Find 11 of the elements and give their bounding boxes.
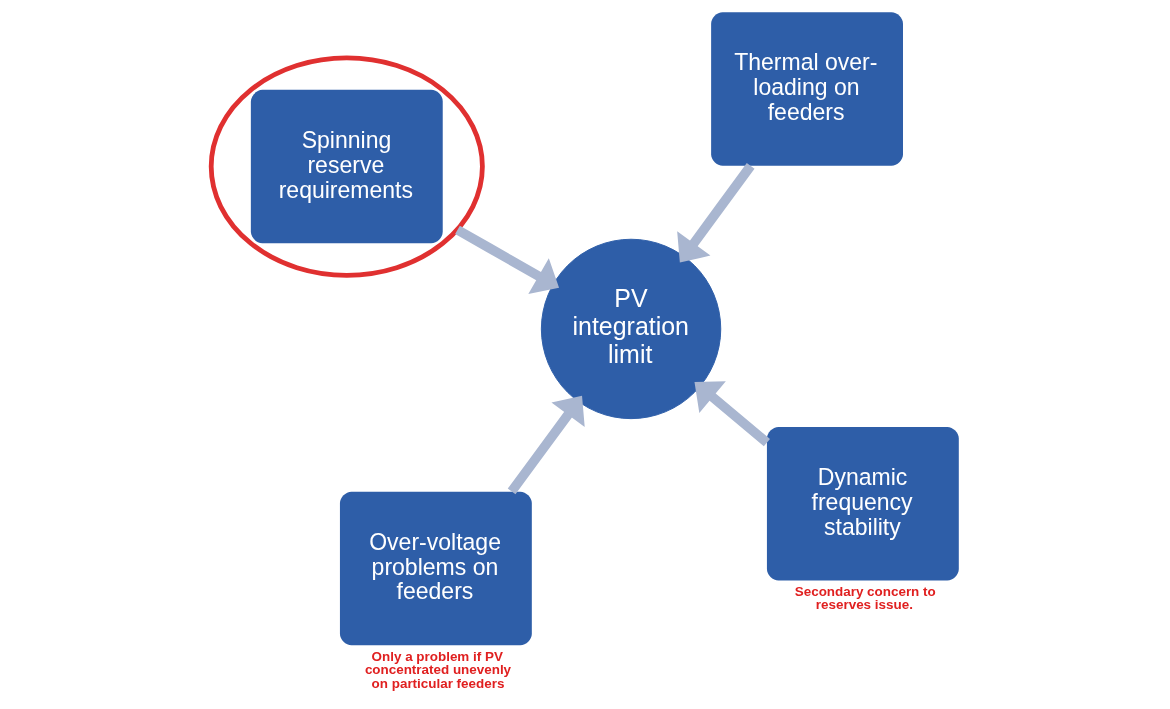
node-label: Only a problem if PV concentrated unevenly on particular feeders [364,648,512,691]
node-label: Secondary concern to reserves issue. [794,583,936,613]
node-box: Thermal over-loading on feeders [711,12,903,166]
arrow [455,225,560,295]
node-box: Dynamic frequency stability [766,426,959,581]
arrow [677,163,755,263]
arrow [507,395,585,495]
node-box: Over-voltage problems on feeders [339,491,532,646]
node-circle: PV integration limit [540,238,722,420]
node-ellipse: Spinning reserve requirements [208,55,485,278]
arrow [694,381,770,447]
